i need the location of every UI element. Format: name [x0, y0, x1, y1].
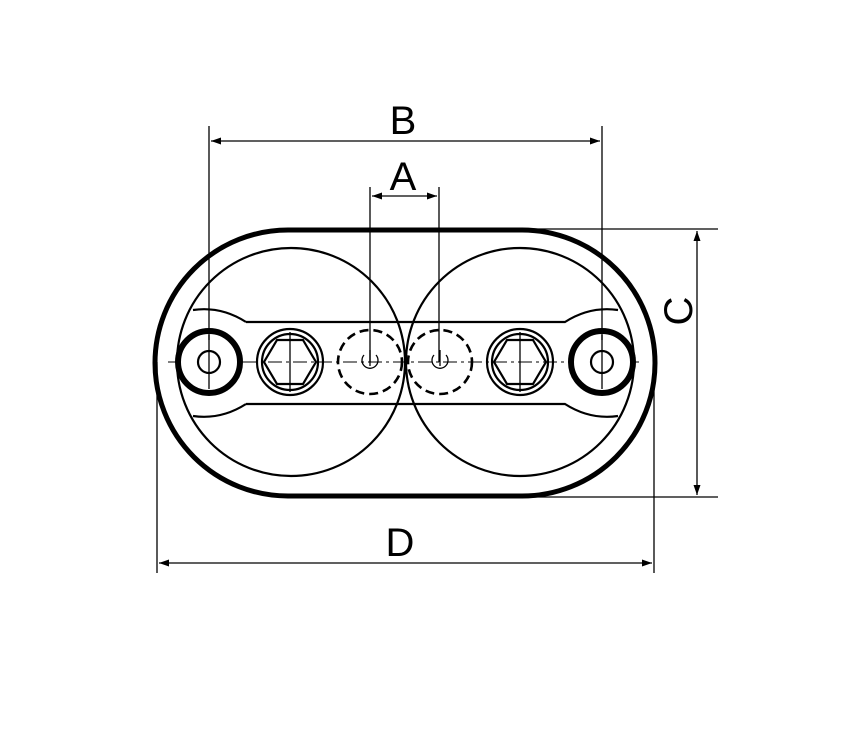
dimension-a-label: A [390, 155, 417, 199]
left-hex-screw [255, 327, 325, 397]
dimension-c-label: C [657, 297, 701, 326]
clamp-outer-body [152, 227, 658, 499]
right-mounting-hole [568, 328, 636, 396]
clamping-bar [192, 308, 619, 418]
right-hidden-screw [406, 328, 474, 396]
dimension-b: B [208, 99, 603, 340]
left-mounting-hole [175, 328, 243, 396]
dimension-d: D [156, 362, 655, 573]
dimension-b-label: B [390, 99, 417, 143]
dimension-d-label: D [386, 521, 415, 565]
right-hex-screw [485, 327, 555, 397]
dimension-c: C [522, 228, 718, 498]
dimension-a: A [369, 155, 440, 362]
